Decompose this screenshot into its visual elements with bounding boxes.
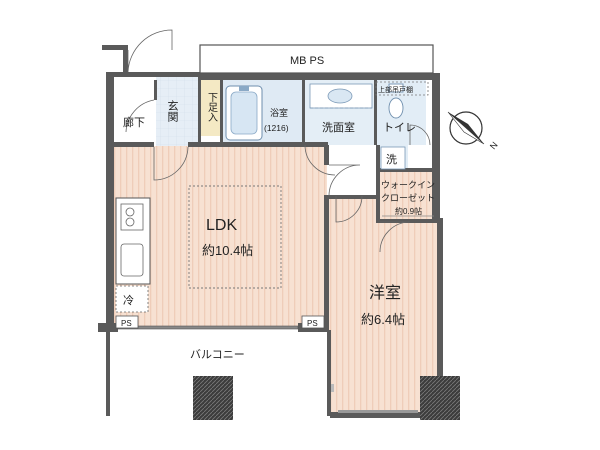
ldk-size-label: 約10.4帖: [202, 243, 253, 258]
fridge-space: [115, 285, 149, 313]
shoe-storage-label: 下足入: [206, 92, 218, 122]
ldk-dashed-area: [188, 185, 282, 289]
ps-box-left: [115, 315, 139, 329]
compass-north-label: N: [488, 140, 500, 151]
column-hatch: [193, 376, 233, 420]
toilet-bowl: [388, 97, 404, 119]
upper-shelf: [375, 81, 429, 96]
western-room-label: 洋室: [369, 284, 401, 302]
upper-shelf-label: 上部吊戸棚: [378, 85, 413, 94]
corridor-label: 廊下: [123, 115, 145, 129]
shoe-storage-floor: [200, 80, 222, 136]
ps-left-label: PS: [121, 319, 132, 328]
ps-box-right: [301, 315, 325, 329]
wic-label-1: ウォークイン: [381, 180, 435, 190]
window-frame: [118, 326, 298, 329]
mb-ps-box: [199, 44, 434, 74]
western-size-label: 約6.4帖: [361, 312, 405, 327]
ps-right-label: PS: [307, 319, 318, 328]
washer-pan: [380, 146, 406, 170]
bath-label: 浴室: [270, 107, 288, 118]
bath-size-label: (1216): [264, 123, 289, 133]
wic-size-label: 約0.9帖: [395, 206, 422, 216]
ldk-label: LDK: [206, 217, 237, 234]
compass-icon: N: [447, 111, 500, 151]
washer-label: 洗: [386, 153, 397, 166]
washroom-label: 洗面室: [322, 120, 355, 134]
entrance-label: 玄関: [166, 99, 179, 122]
sink: [120, 243, 144, 277]
toilet-label: トイレ: [383, 122, 416, 134]
fridge-label: 冷: [123, 294, 134, 307]
balcony-label: バルコニー: [190, 348, 245, 361]
wic-floor: [379, 172, 437, 222]
column-hatch: [420, 376, 460, 420]
mb-ps-label: MB PS: [290, 55, 324, 67]
entrance-floor: [156, 75, 200, 146]
stove: [120, 203, 144, 231]
washbasin: [327, 88, 353, 104]
wic-label-2: クローゼット: [381, 192, 435, 203]
